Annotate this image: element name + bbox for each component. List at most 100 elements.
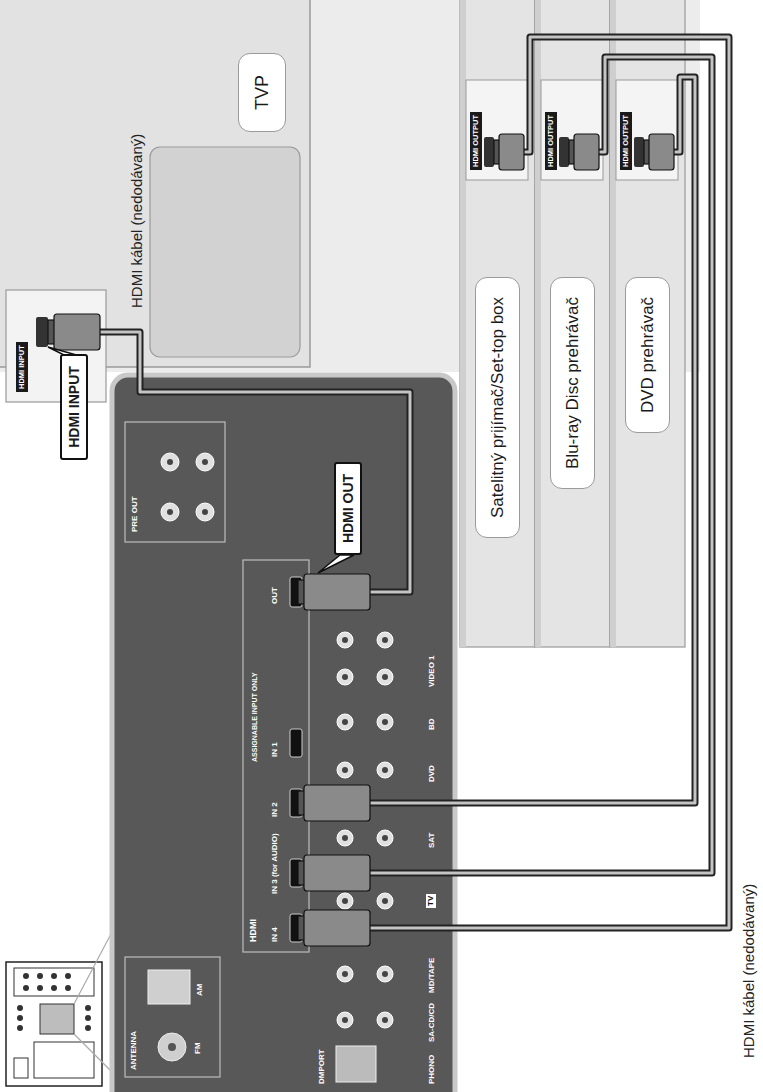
receiver-panel [336,1046,376,1082]
receiver-panel [148,970,190,1004]
rca-jack [377,714,393,730]
rca-jack [337,714,353,730]
hdmi-plug [649,134,674,170]
rca-jack [377,830,393,846]
port-tag: HDMI INPUT [16,342,28,392]
hdmi-plug [304,910,370,946]
device-label: Satelitný prijímač/Set-top box [475,277,520,538]
hdmi-plug [54,314,100,350]
device-label: TVP [238,53,286,132]
receiver-thumbnail [65,973,71,979]
receiver-thumbnail [85,1025,91,1031]
receiver-thumbnail [6,962,102,1086]
jack-label: TV [426,894,436,908]
rca-jack [342,674,348,680]
node-text: HDMI OUT [340,474,356,543]
jack-label: DVD [428,765,436,782]
rca-jack [196,453,214,471]
receiver-panel [243,560,309,952]
hdmi-cable [370,77,695,803]
device-slab [535,0,610,647]
tv-set [6,290,106,402]
receiver-thumbnail [74,1034,112,1072]
rca-jack [382,767,388,773]
jack-label: BD [428,718,436,730]
rca-jack [377,893,393,909]
receiver-thumbnail [17,1015,23,1021]
receiver-thumbnail [17,1025,23,1031]
node-text: TVP [252,75,273,110]
port-callout: HDMI OUT [334,462,362,555]
receiver-panel [125,422,225,542]
jack-label: SAT [428,833,436,848]
device-slab [610,0,616,647]
callout-pointer [318,555,354,573]
hdmi-cable [370,57,712,873]
receiver-thumbnail [14,968,94,996]
rca-jack [337,1012,353,1028]
rca-jack [202,509,208,515]
receiver-thumbnail [37,973,43,979]
hdmi-plug [499,134,524,170]
receiver-thumbnail [74,932,112,1004]
hdmi-plug [574,134,599,170]
device-slab [460,0,685,647]
receiver-thumbnail [51,973,57,979]
receiver-thumbnail [40,1004,74,1034]
rca-jack [377,1012,393,1028]
rca-jack [382,971,388,977]
rca-jack [377,669,393,685]
panel-label: ASSIGNABLE INPUT ONLY [251,672,258,762]
cable-label: HDMI kábel (nedodávaný) [740,880,757,1062]
device-label: Blu-ray Disc prehrávač [550,277,595,489]
hdmi-cable [370,37,729,928]
device-slab [616,80,678,180]
device-slab [541,80,603,180]
receiver-panel [125,957,220,1077]
tv-set [36,317,48,347]
receiver-thumbnail [85,1005,91,1011]
rca-jack [382,1017,388,1023]
jack-label: VIDEO 1 [428,655,436,687]
receiver-thumbnail [14,1058,28,1078]
port-tag: HDMI OUTPUT [620,112,632,170]
hdmi-cable [370,57,712,873]
rca-jack [342,637,348,643]
cable-label: HDMI kábel (nedodávaný) [128,130,145,312]
rca-jack [377,966,393,982]
jack-label: SA-CD/CD [428,1003,436,1042]
receiver-thumbnail [65,985,71,991]
hdmi-plug [304,855,370,891]
rca-jack [382,835,388,841]
receiver-thumbnail [23,973,29,979]
rca-jack [337,893,353,909]
rca-jack [342,971,348,977]
rca-jack [202,459,208,465]
rca-jack [342,835,348,841]
panel-label: PRE OUT [131,496,139,532]
jack-label: IN 4 [271,927,279,942]
device-slab [460,0,535,647]
rca-jack [382,674,388,680]
receiver-panel [168,1043,176,1051]
device-slab [634,137,644,167]
rca-jack [382,719,388,725]
hdmi-cable [100,37,729,928]
rca-jack [337,762,353,778]
node-text: Blu-ray Disc prehrávač [563,297,583,469]
device-label: DVD prehrávač [625,277,670,433]
receiver-panel [290,729,302,757]
receiver-thumbnail [34,1042,94,1078]
receiver-panel [158,1033,186,1061]
rca-jack [337,632,353,648]
rca-jack [342,719,348,725]
jack-label: IN 1 [271,742,279,757]
hdmi-plug [304,574,370,610]
panel-label: AM [196,984,204,996]
panel-label: ANTENNA [130,1031,138,1070]
rca-jack [167,509,173,515]
rca-jack [337,830,353,846]
rca-jack [377,762,393,778]
device-slab [460,0,466,647]
